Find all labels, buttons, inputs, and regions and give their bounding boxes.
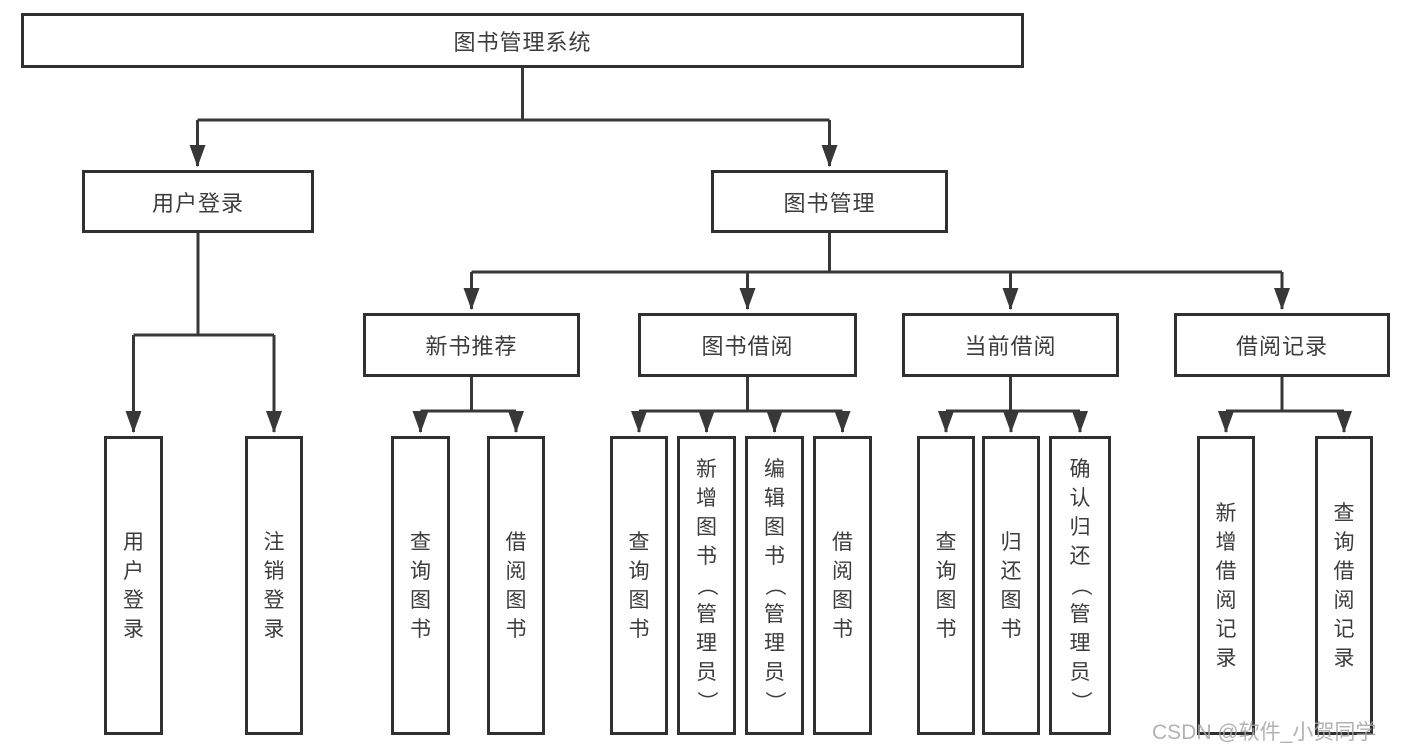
node-label: 用户登录 <box>123 530 144 641</box>
node-label: 用户登录 <box>151 190 244 216</box>
node-label: 确认归还（管理员） <box>1068 458 1092 712</box>
node-label: 图书管理 <box>783 190 876 216</box>
leaf-logout: 注销登录 <box>245 436 303 735</box>
connector-book-management-branch <box>463 233 1290 310</box>
node-label: 查询图书 <box>628 530 650 641</box>
node-label: 借阅记录 <box>1235 334 1328 359</box>
node-label: 借阅图书 <box>505 530 527 641</box>
node-user-login: 用户登录 <box>82 170 314 233</box>
node-label: 当前借阅 <box>964 334 1057 359</box>
connector-borrow-record-branch <box>1218 377 1352 433</box>
connector-book-borrow-branch <box>631 377 851 433</box>
connector-current-borrow-branch <box>938 377 1088 433</box>
node-label: 查询图书 <box>410 530 431 641</box>
connector-user-login-branch <box>125 233 282 433</box>
leaf-query-books-borrowing: 查询图书 <box>610 436 668 735</box>
node-root-library-system: 图书管理系统 <box>21 13 1024 68</box>
leaf-borrow-books: 借阅图书 <box>813 436 872 735</box>
node-new-book-recommend: 新书推荐 <box>363 313 580 377</box>
node-book-borrowing: 图书借阅 <box>638 313 857 377</box>
leaf-query-books-current: 查询图书 <box>917 436 975 735</box>
connector-root-to-level2 <box>189 68 838 167</box>
connector-new-book-branch <box>412 377 524 433</box>
node-label: 新书推荐 <box>425 334 518 359</box>
node-label: 图书管理系统 <box>453 29 592 55</box>
node-label: 注销登录 <box>263 530 285 641</box>
leaf-user-login: 用户登录 <box>104 436 163 735</box>
node-borrowing-records: 借阅记录 <box>1174 313 1390 377</box>
leaf-confirm-return-admin: 确认归还（管理员） <box>1049 436 1111 735</box>
node-label: 查询借阅记录 <box>1333 501 1355 670</box>
node-label: 图书借阅 <box>701 334 794 359</box>
node-label: 归还图书 <box>1000 530 1022 641</box>
node-label: 查询图书 <box>935 530 957 641</box>
node-label: 新增图书（管理员） <box>695 458 718 712</box>
leaf-edit-books-admin: 编辑图书（管理员） <box>745 436 804 735</box>
leaf-add-books-admin: 新增图书（管理员） <box>677 436 736 735</box>
leaf-query-borrow-record: 查询借阅记录 <box>1315 436 1373 735</box>
node-label: 借阅图书 <box>832 530 853 641</box>
node-book-management: 图书管理 <box>711 170 948 233</box>
node-current-borrowing: 当前借阅 <box>902 313 1119 377</box>
leaf-return-books: 归还图书 <box>982 436 1040 735</box>
node-label: 编辑图书（管理员） <box>763 458 786 712</box>
csdn-watermark: CSDN @软件_小贺同学 <box>1152 721 1377 744</box>
leaf-add-borrow-record: 新增借阅记录 <box>1197 436 1255 735</box>
leaf-borrow-books-recommend: 借阅图书 <box>487 436 545 735</box>
node-label: 新增借阅记录 <box>1215 501 1237 670</box>
leaf-query-books-recommend: 查询图书 <box>391 436 450 735</box>
